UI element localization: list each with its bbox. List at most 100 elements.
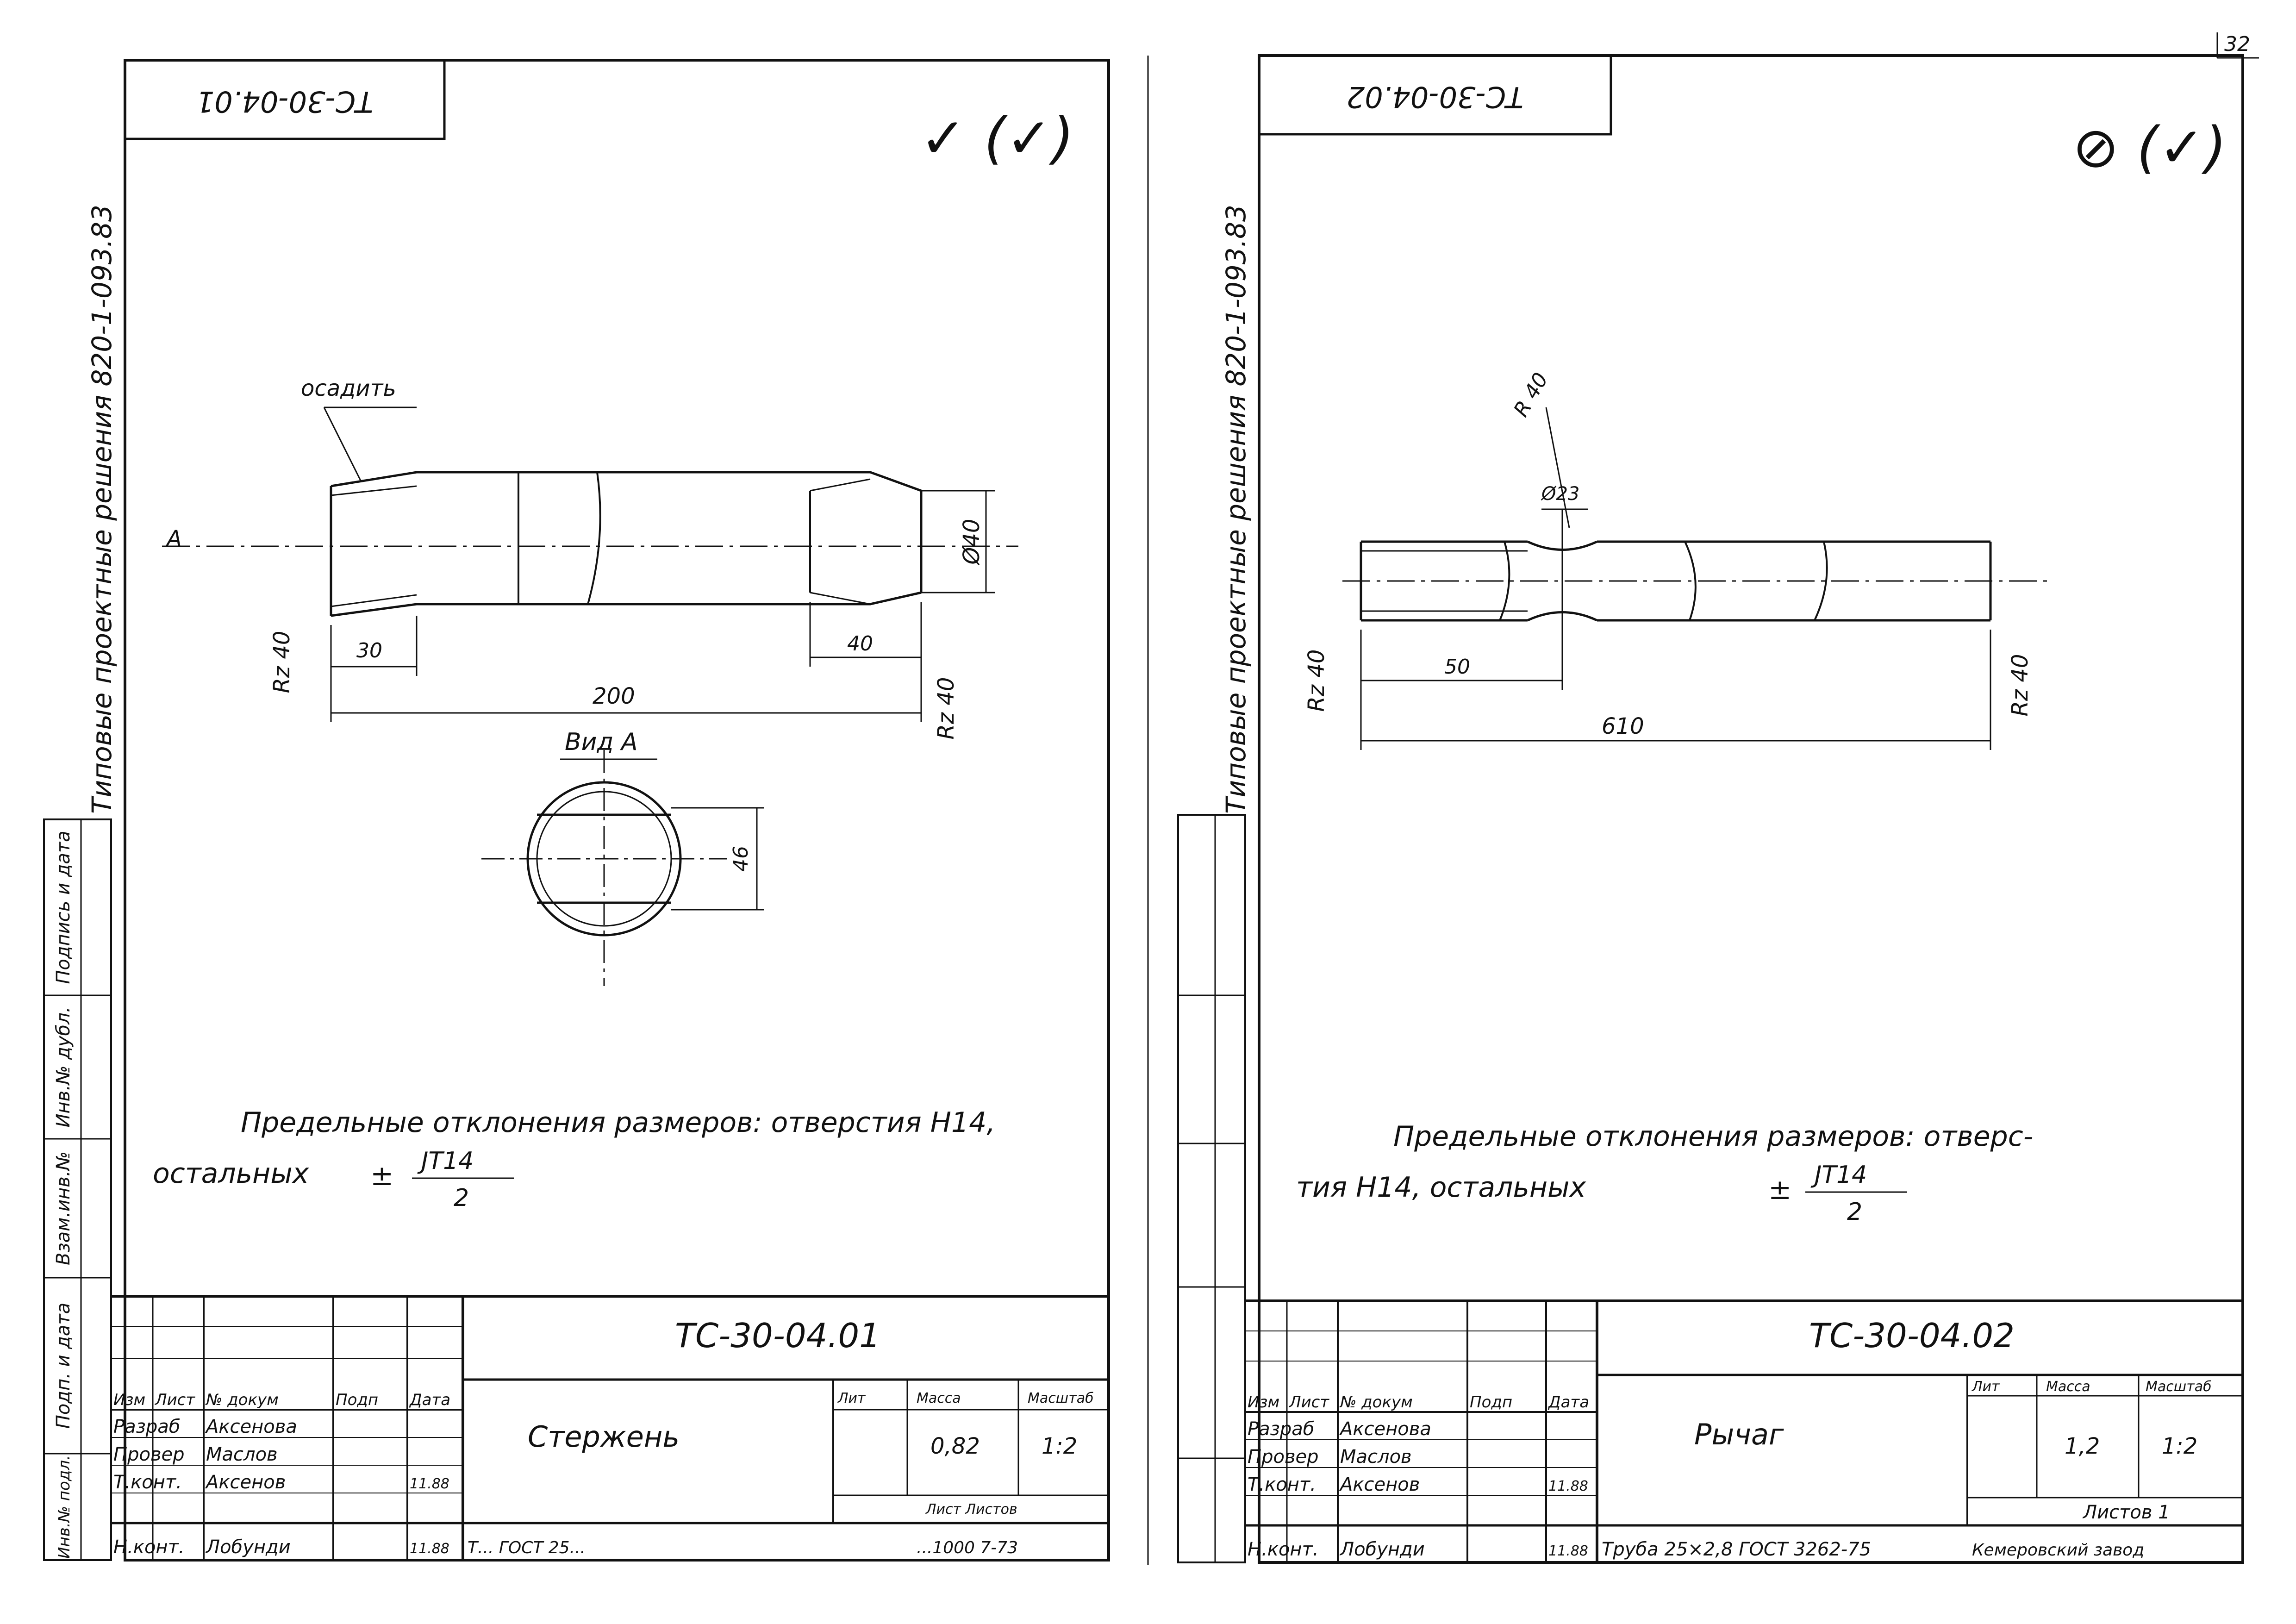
sheet-1-dimensions — [330, 490, 995, 722]
sheet-1-prov-name: Маслов — [206, 1444, 278, 1465]
sheet-2-row-list: Лист — [1288, 1393, 1329, 1412]
sheet-1-row-sign: Подп — [336, 1391, 378, 1409]
sheet-1-razrab-label: Разраб — [113, 1416, 180, 1437]
sheet-2-sheets-label: Листов 1 — [2082, 1502, 2170, 1523]
sheet-2-rough-right: Rz 40 — [2007, 654, 2033, 717]
sheet-1-nkont-name: Лобунди — [205, 1537, 291, 1558]
lever-part-drawing — [1342, 407, 2051, 622]
sheet-2-rough-r40-top: R 40 — [1509, 369, 1553, 421]
sheet-1-frame — [124, 59, 1110, 1562]
sheet-2-hdr-lit: Лит — [1972, 1379, 2000, 1395]
side-stamp — [43, 818, 112, 1561]
sheet-1-prov-label: Провер — [113, 1444, 185, 1465]
sheet-1-hdr-lit: Лит — [837, 1390, 866, 1406]
sheet-2-tkont-label: Т.конт. — [1248, 1474, 1316, 1495]
sheet-2-rough-left: Rz 40 — [1304, 650, 1329, 712]
sheet-1-dim-200: 200 — [593, 683, 635, 709]
sheet-1: ТС-30-04.01 Типовые проектные решения 82… — [86, 56, 1149, 1565]
sheet-1-tolerance-prefix: остальных — [153, 1157, 309, 1190]
view-a-section — [481, 750, 764, 986]
sheet-2-side-stamp — [1177, 814, 1246, 1563]
sheet-1-sheet-row: Лист Листов — [925, 1501, 1017, 1518]
side-stamp-col5: Инв.№ подл. — [55, 1455, 74, 1559]
sheet-2-nkont-name: Лобунди — [1339, 1539, 1425, 1560]
sheet-2-row-date: Дата — [1547, 1393, 1589, 1412]
sheet-1-upset-note: осадить — [301, 375, 396, 401]
sheet-1-dim-dia40: Ø40 — [959, 519, 985, 566]
sheet-1-label-a: А — [165, 526, 182, 552]
sheet-2-row-doc: № докум — [1339, 1393, 1413, 1412]
sheet-1-roughness-mark: ✓ (✓) — [920, 106, 1074, 171]
sheet-1-rough-right: Rz 40 — [933, 677, 959, 740]
sheet-1-tolerance-den: 2 — [454, 1184, 469, 1212]
side-stamp-col3: Взам.инв.№ — [53, 1151, 74, 1265]
sheet-1-tolerance-line1: Предельные отклонения размеров: отверсти… — [241, 1106, 995, 1139]
sheet-2-tolerance-den: 2 — [1847, 1198, 1862, 1226]
sheet-1-date2: 11.88 — [410, 1541, 449, 1557]
sheet-2: ТС-30-04.02 Типовые проектные решения 82… — [1177, 54, 2244, 1564]
sheet-2-razrab-label: Разраб — [1248, 1418, 1314, 1440]
sheet-1-row-date: Дата — [409, 1391, 450, 1409]
sheet-2-mass: 1,2 — [2065, 1433, 2100, 1459]
sheet-1-row-doc: № докум — [205, 1391, 279, 1409]
sheet-2-title-code: ТС-30-04.02 — [1809, 1316, 2015, 1355]
sheet-1-nkont-label: Н.конт. — [113, 1537, 185, 1558]
side-stamp-col2: Инв.№ дубл. — [53, 1007, 74, 1128]
sheet-1-tolerance-num: JT14 — [417, 1147, 474, 1175]
side-stamp-col4: Подп. и дата — [53, 1303, 74, 1429]
sheet-1-tkont-label: Т.конт. — [113, 1472, 182, 1493]
sheet-1-mass: 0,82 — [930, 1433, 980, 1459]
sheet-2-dim-610: 610 — [1602, 713, 1644, 739]
sheet-2-tolerance-line1: Предельные отклонения размеров: отверс- — [1393, 1120, 2033, 1153]
sheet-2-tolerance-pm: ± — [1768, 1174, 1791, 1206]
sheet-1-dim-40: 40 — [847, 632, 873, 656]
sheet-2-material: Труба 25×2,8 ГОСТ 3262-75 — [1602, 1539, 1871, 1560]
sheet-1-scale: 1:2 — [1042, 1433, 1077, 1459]
sheet-2-tkont-name: Аксенов — [1339, 1474, 1420, 1495]
sheet-1-maker: ...1000 7-73 — [917, 1538, 1018, 1557]
sheet-2-tolerance-prefix: тия H14, остальных — [1296, 1171, 1586, 1204]
sheet-1-tolerance-pm: ± — [370, 1160, 393, 1192]
sheet-2-dim-50: 50 — [1444, 655, 1470, 679]
sheet-2-tolerance-num: JT14 — [1810, 1161, 1867, 1189]
sheet-1-part-name: Стержень — [528, 1420, 680, 1454]
sheet-1-title-block — [111, 1295, 1109, 1560]
page-number: 32 — [2224, 32, 2250, 56]
sheet-2-hdr-mass: Масса — [2046, 1379, 2090, 1395]
sheet-1-date1: 11.88 — [410, 1476, 449, 1492]
sheet-1-row-izm: Изм — [113, 1391, 145, 1409]
sheet-2-row-izm: Изм — [1248, 1393, 1279, 1412]
sheet-1-row-list: Лист — [154, 1391, 195, 1409]
sheet-2-part-name: Рычаг — [1694, 1418, 1784, 1451]
sheet-1-dim-30: 30 — [356, 639, 382, 662]
sheet-1-razrab-name: Аксенова — [205, 1416, 297, 1437]
sheet-1-view-label: Вид А — [565, 728, 638, 756]
sheet-2-date1: 11.88 — [1548, 1478, 1588, 1494]
sheet-2-rotated-code: ТС-30-04.02 — [1347, 80, 1523, 114]
sheet-2-series-label: Типовые проектные решения 820-1-093.83 — [1220, 205, 1252, 814]
sheet-2-date2: 11.88 — [1548, 1543, 1588, 1559]
sheet-1-hdr-scale: Масштаб — [1028, 1390, 1094, 1406]
sheet-2-row-sign: Подп — [1470, 1393, 1512, 1412]
rod-part-drawing — [162, 406, 1018, 617]
sheet-2-prov-label: Провер — [1248, 1446, 1319, 1468]
sheet-2-hdr-scale: Масштаб — [2146, 1379, 2212, 1395]
sheet-1-title-code: ТС-30-04.01 — [675, 1316, 880, 1355]
sheet-1-dim-46: 46 — [729, 846, 753, 872]
sheet-1-tkont-name: Аксенов — [205, 1472, 286, 1493]
sheet-2-prov-name: Маслов — [1340, 1446, 1412, 1468]
sheet-1-rotated-code: ТС-30-04.01 — [196, 85, 373, 119]
sheet-2-maker: Кемеровский завод — [1972, 1541, 2144, 1560]
sheet-1-rough-left: Rz 40 — [269, 631, 295, 693]
sheet-1-material: Т... ГОСТ 25... — [468, 1538, 586, 1557]
sheet-2-frame — [1258, 54, 2244, 1564]
sheet-2-roughness-mark: ⊘ (✓) — [2072, 116, 2227, 180]
sheet-2-title-block — [1245, 1299, 2243, 1562]
sheet-2-scale: 1:2 — [2162, 1433, 2197, 1459]
sheet-1-series-label: Типовые проектные решения 820-1-093.83 — [86, 205, 118, 814]
sheet-2-dim-dia23: Ø23 — [1541, 483, 1579, 505]
sheet-2-nkont-label: Н.конт. — [1248, 1539, 1319, 1560]
sheet-1-hdr-mass: Масса — [917, 1390, 961, 1406]
side-stamp-col1: Подпись и дата — [53, 831, 74, 984]
